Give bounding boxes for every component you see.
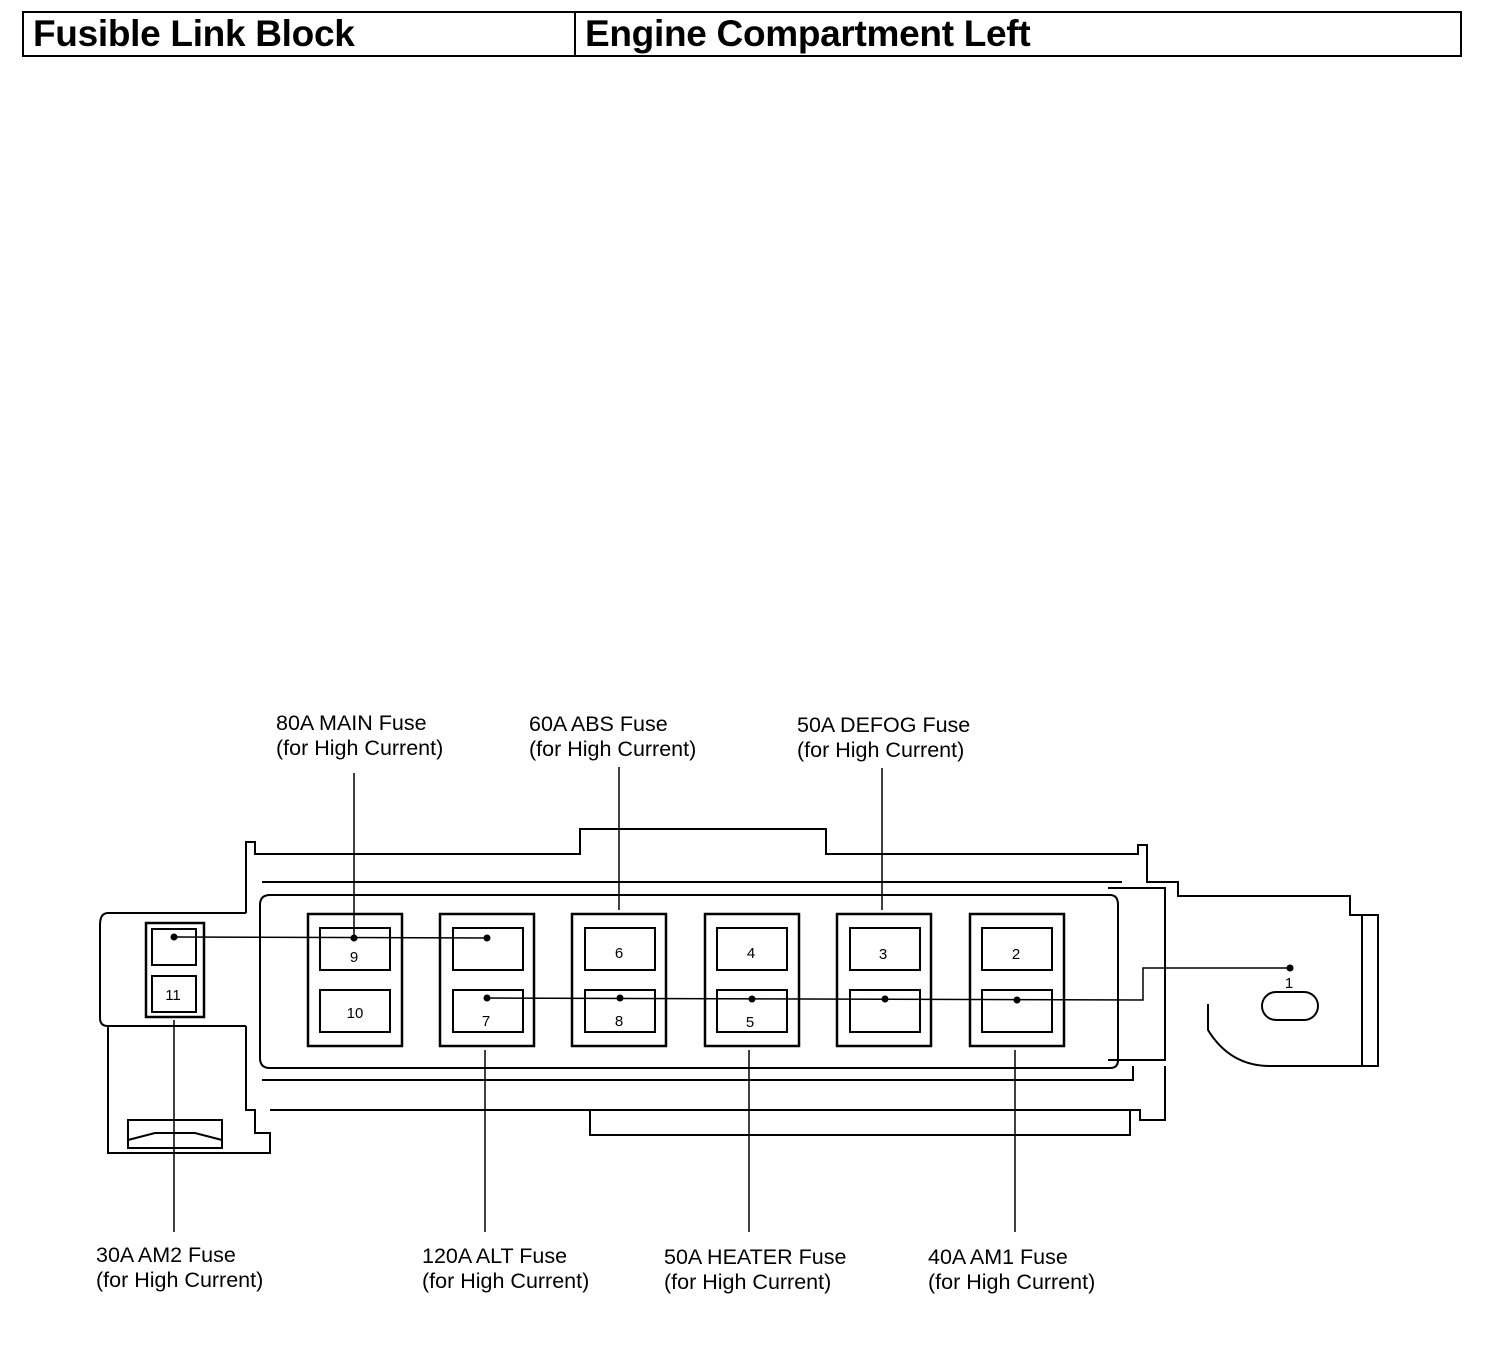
fuse-cell-3	[849, 927, 921, 971]
terminal-dot	[1286, 964, 1294, 972]
housing-bottom	[107, 1026, 271, 1154]
callout-main-title: 80A MAIN Fuse	[276, 711, 427, 735]
fuse-number-9: 9	[350, 949, 358, 966]
terminal-dot	[483, 934, 491, 942]
terminal-dot	[748, 995, 756, 1003]
page-title: Fusible Link Block	[24, 13, 576, 55]
fuse-housing-heater	[703, 912, 801, 1048]
terminal-dot	[483, 994, 491, 1002]
terminal-dot	[616, 994, 624, 1002]
fuse-number-6: 6	[615, 945, 623, 962]
fuse-housing-am1	[968, 912, 1066, 1048]
terminal-dot	[881, 995, 889, 1003]
fuse-number-2: 2	[1012, 946, 1020, 963]
fuse-housing-am2	[144, 921, 206, 1019]
fuse-cell-9	[319, 927, 391, 971]
fuse-number-1: 1	[1285, 975, 1293, 992]
callout-alt-title: 120A ALT Fuse	[422, 1244, 567, 1268]
housing-outline	[245, 828, 1379, 1067]
terminal-dot	[350, 934, 358, 942]
terminal-dot	[1013, 996, 1021, 1004]
fuse-cell-am2-top	[151, 928, 197, 966]
callout-am2-note: (for High Current)	[96, 1268, 263, 1292]
fuse-cell-alt-top	[452, 927, 524, 971]
fuse-cell-6	[584, 927, 656, 971]
fuse-cell-am1-bottom	[981, 989, 1053, 1033]
fuse-housing-abs	[570, 912, 668, 1048]
fuse-housing-main	[306, 912, 404, 1048]
left-tab	[99, 912, 246, 1027]
inner-frame	[259, 894, 1119, 1069]
busbar-upper	[173, 936, 488, 939]
fuse-number-7: 7	[482, 1013, 490, 1030]
fuse-number-4: 4	[747, 945, 755, 962]
fuse-number-8: 8	[615, 1013, 623, 1030]
callout-am1-title: 40A AM1 Fuse	[928, 1245, 1068, 1269]
callout-main-note: (for High Current)	[276, 736, 443, 760]
busbar-lower	[486, 967, 1290, 1001]
fuse-cell-5	[716, 989, 788, 1033]
callout-heater-title: 50A HEATER Fuse	[664, 1245, 846, 1269]
fuse-housing-defog	[835, 912, 933, 1048]
callout-abs-note: (for High Current)	[529, 737, 696, 761]
location-title: Engine Compartment Left	[585, 13, 1031, 54]
lower-left-slot	[127, 1119, 223, 1149]
fuse-number-11: 11	[165, 987, 181, 1004]
fuse-cell-8	[584, 989, 656, 1033]
fuse-cell-2	[981, 927, 1053, 971]
inner-frame-shadow	[262, 881, 1134, 1081]
header-table: Fusible Link Block Engine Compartment Le…	[22, 11, 1462, 57]
right-bracket-box	[1108, 887, 1166, 1061]
fuse-number-5: 5	[746, 1014, 754, 1031]
callout-defog-note: (for High Current)	[797, 738, 964, 762]
callout-defog-title: 50A DEFOG Fuse	[797, 713, 970, 737]
callout-am1-note: (for High Current)	[928, 1270, 1095, 1294]
callout-heater-note: (for High Current)	[664, 1270, 831, 1294]
fuse-cell-11	[151, 975, 197, 1013]
right-lower-edge	[270, 1066, 1166, 1121]
fuse-cell-7	[452, 989, 524, 1033]
fuse-cell-defog-bottom	[849, 989, 921, 1033]
fuse-cell-10	[319, 989, 391, 1033]
fuse-cell-4	[716, 927, 788, 971]
fuse-number-3: 3	[879, 946, 887, 963]
fuse-number-10: 10	[347, 1005, 364, 1022]
bracket-curve	[1207, 1004, 1362, 1067]
lower-tab	[589, 1110, 1131, 1136]
callout-alt-note: (for High Current)	[422, 1269, 589, 1293]
terminal-dot	[170, 933, 178, 941]
callout-abs-title: 60A ABS Fuse	[529, 712, 668, 736]
fuse-housing-alt	[438, 912, 536, 1048]
mount-slot	[1261, 991, 1319, 1021]
callout-am2-title: 30A AM2 Fuse	[96, 1243, 236, 1267]
